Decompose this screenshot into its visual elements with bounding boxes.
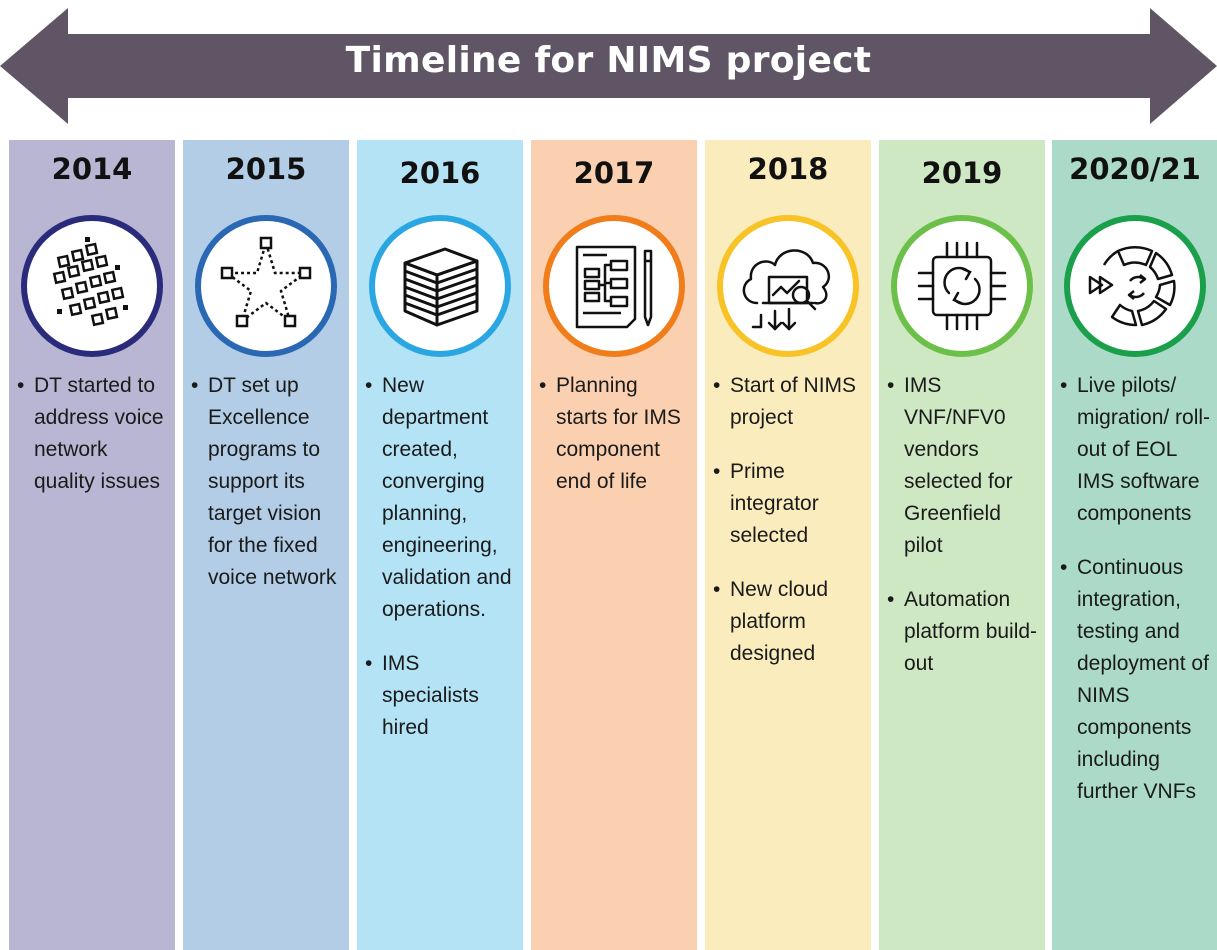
blueprint-icon — [575, 245, 653, 329]
column-2014: 2014 — [9, 140, 175, 950]
bullet-item: Continuous integration, testing and depl… — [1060, 552, 1212, 808]
bullet-list: Start of NIMS project Prime integrator s… — [713, 370, 865, 692]
bullet-list: IMS VNF/NFV0 vendors selected for Greenf… — [887, 370, 1039, 702]
bullet-item: IMS VNF/NFV0 vendors selected for Greenf… — [887, 370, 1039, 562]
chip-refresh-icon — [917, 241, 1007, 331]
bullet-item: DT started to address voice network qual… — [17, 370, 169, 498]
year-label: 2017 — [573, 156, 655, 190]
bullet-item: Automation platform build-out — [887, 584, 1039, 680]
column-2019: 2019 IMS VNF/NFV0 vendors selected for G… — [879, 140, 1045, 950]
bullet-list: Live pilots/ migration/ roll-out of EOL … — [1060, 370, 1212, 830]
column-2020-21: 2020/21 Live pilots/ migration/ roll-out… — [1052, 140, 1217, 950]
star-network-icon — [220, 236, 312, 328]
bullet-item: DT set up Excellence programs to support… — [191, 370, 343, 594]
bullet-list: DT started to address voice network qual… — [17, 370, 169, 520]
year-label: 2018 — [747, 152, 829, 186]
bullet-list: New department created, converging plann… — [365, 370, 517, 766]
icon-ring — [369, 215, 511, 357]
year-label: 2014 — [51, 152, 133, 186]
column-2018: 2018 Start of NIMS project Prime integra… — [705, 140, 871, 950]
column-2015: 2015 DT set up Excellence programs to su… — [183, 140, 349, 950]
data-grid-icon — [52, 237, 128, 327]
bullet-item: IMS specialists hired — [365, 648, 517, 744]
timeline-title: Timeline for NIMS project — [345, 40, 872, 81]
timeline-banner-arrow — [0, 8, 1217, 124]
bullet-item: New department created, converging plann… — [365, 370, 517, 626]
column-2016: 2016 New department created, converging … — [357, 140, 523, 950]
column-2017: 2017 Planning starts for IMS component e… — [531, 140, 697, 950]
bullet-list: DT set up Excellence programs to support… — [191, 370, 343, 616]
bullet-list: Planning starts for IMS component end of… — [539, 370, 691, 520]
year-label: 2019 — [921, 156, 1003, 190]
bullet-item: Prime integrator selected — [713, 456, 865, 552]
icon-ring — [195, 215, 337, 357]
bullet-item: Start of NIMS project — [713, 370, 865, 434]
cube-icon — [403, 247, 479, 327]
year-label: 2020/21 — [1069, 152, 1201, 186]
year-label: 2016 — [399, 156, 481, 190]
icon-ring — [1064, 215, 1206, 357]
cloud-analytics-icon — [742, 249, 831, 331]
bullet-item: Live pilots/ migration/ roll-out of EOL … — [1060, 370, 1212, 530]
bullet-item: Planning starts for IMS component end of… — [539, 370, 691, 498]
icon-ring — [891, 215, 1033, 357]
bullet-item: New cloud platform designed — [713, 574, 865, 670]
icon-ring — [21, 215, 163, 357]
icon-ring — [543, 215, 685, 357]
cycle-segments-icon — [1088, 246, 1176, 327]
icon-ring — [717, 215, 859, 357]
year-label: 2015 — [225, 152, 307, 186]
